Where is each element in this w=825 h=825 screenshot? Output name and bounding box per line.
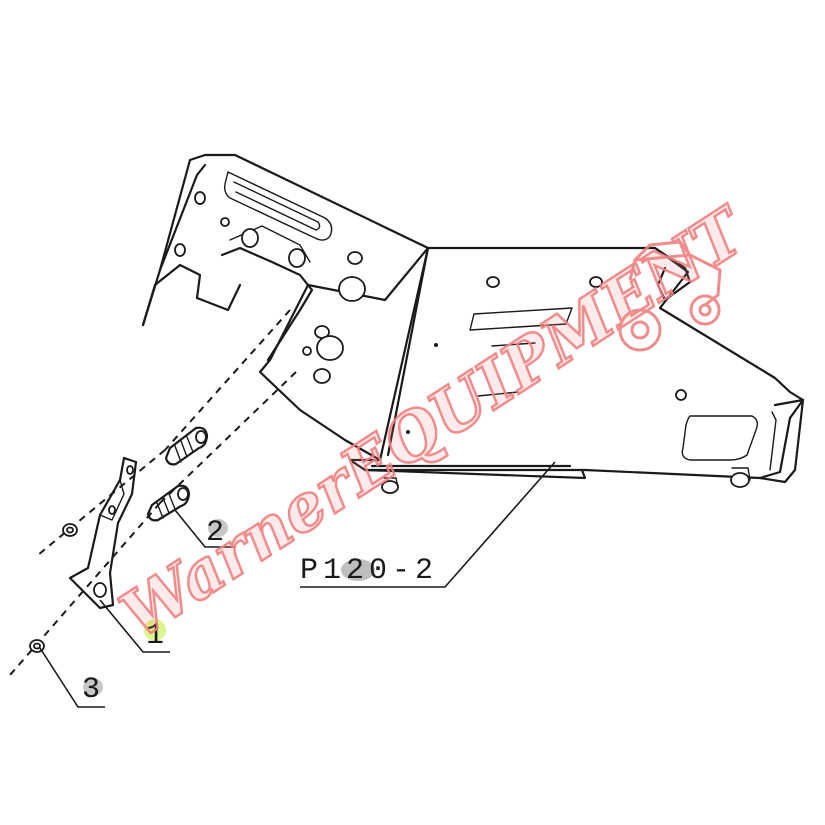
callout-2: 2 [174, 509, 235, 550]
small-bracket [68, 456, 138, 610]
washer-upper [62, 523, 78, 537]
part-number-label: P120-2 [300, 554, 438, 588]
callout-1-label: 1 [146, 619, 164, 653]
callout-3: 3 [39, 647, 105, 708]
stud-bolt-lower [146, 484, 191, 522]
tractor-icon [618, 240, 722, 352]
callout-2-label: 2 [206, 516, 224, 550]
callout-1: 1 [99, 599, 170, 653]
foot-bolt-left [381, 477, 399, 494]
callout-3-label: 3 [82, 673, 100, 707]
main-bracket [141, 153, 805, 494]
assembly-center-lines [9, 309, 297, 676]
stud-bolt-upper [164, 426, 209, 466]
washer-lower [29, 639, 45, 653]
part-number-callout: P120-2 [300, 461, 556, 588]
foot-bolt-right [730, 467, 751, 488]
